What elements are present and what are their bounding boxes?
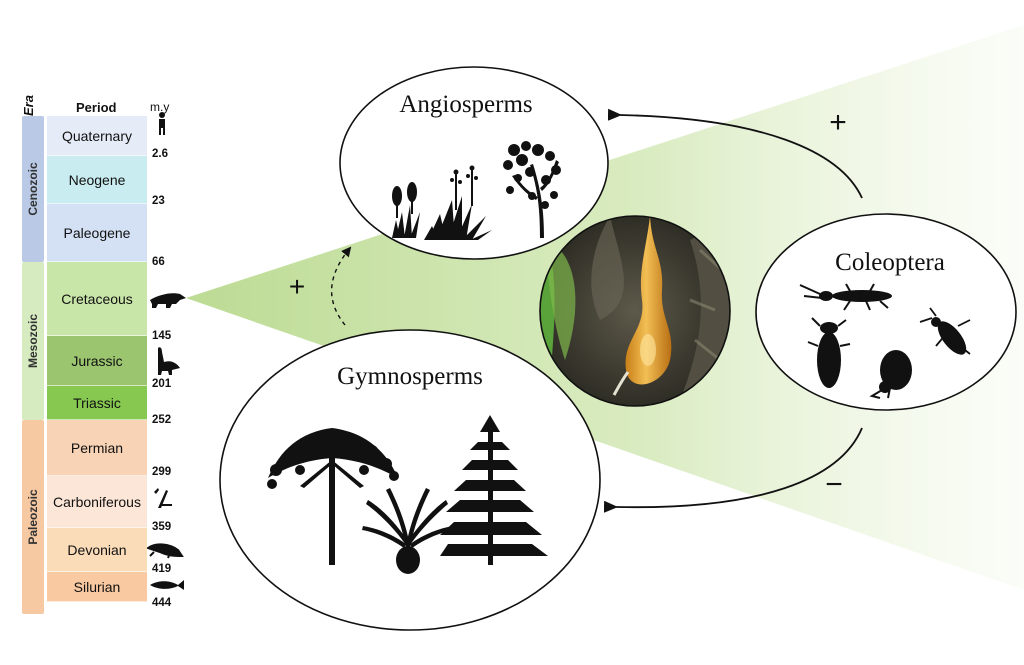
period-quaternary: Quaternary bbox=[47, 116, 147, 156]
period-jurassic: Jurassic bbox=[47, 336, 147, 386]
period-carboniferous: Carboniferous bbox=[47, 476, 147, 528]
age-label: 419 bbox=[152, 563, 172, 575]
arrow-coleoptera-to-gymnosperms bbox=[603, 427, 863, 513]
era-block-paleozoic bbox=[22, 420, 44, 614]
period-silurian: Silurian bbox=[47, 572, 147, 602]
era-block-cenozoic bbox=[22, 116, 44, 262]
age-label: 299 bbox=[152, 466, 172, 478]
dinosaur-icon bbox=[150, 293, 186, 308]
sauropod-icon bbox=[158, 347, 180, 375]
positive-sign-left: + bbox=[289, 271, 305, 302]
fern-icon bbox=[154, 488, 172, 508]
period-neogene: Neogene bbox=[47, 156, 147, 204]
tetrapod-icon bbox=[145, 543, 184, 559]
negative-sign-bottom: − bbox=[825, 468, 843, 501]
coleoptera-title: Coleoptera bbox=[835, 249, 945, 276]
age-label: 252 bbox=[152, 414, 172, 426]
gymnosperm-trees-icon bbox=[267, 415, 548, 574]
period-devonian: Devonian bbox=[47, 528, 147, 572]
amber-resin-photo bbox=[539, 215, 731, 407]
angiosperm-plants-icon bbox=[392, 141, 561, 240]
age-label: 145 bbox=[152, 330, 172, 342]
angiosperms-title: Angiosperms bbox=[399, 91, 532, 118]
age-label: 23 bbox=[152, 195, 165, 207]
positive-sign-top: + bbox=[829, 106, 847, 139]
era-header: Era bbox=[20, 95, 36, 116]
era-label-paleozoic: Paleozoic bbox=[26, 489, 40, 545]
age-label: 2.6 bbox=[152, 148, 168, 160]
gymnosperms-title: Gymnosperms bbox=[337, 363, 483, 390]
age-label: 201 bbox=[152, 378, 172, 390]
age-label: 359 bbox=[152, 521, 172, 533]
timeline-icons bbox=[145, 112, 186, 590]
era-block-mesozoic bbox=[22, 262, 44, 420]
age-label: 66 bbox=[152, 256, 165, 268]
era-label-mesozoic: Mesozoic bbox=[26, 313, 40, 369]
arrow-coleoptera-to-angiosperms bbox=[607, 108, 863, 199]
beetles-icon bbox=[799, 283, 971, 399]
my-header: m.y bbox=[150, 100, 170, 114]
era-label-cenozoic: Cenozoic bbox=[26, 162, 40, 216]
period-cretaceous: Cretaceous bbox=[47, 262, 147, 336]
arrow-gymnosperms-to-angiosperms bbox=[331, 246, 352, 326]
fish-icon bbox=[150, 580, 184, 590]
period-paleogene: Paleogene bbox=[47, 204, 147, 262]
period-header: Period bbox=[76, 100, 117, 115]
age-label: 444 bbox=[152, 597, 172, 609]
human-icon bbox=[159, 112, 165, 135]
period-triassic: Triassic bbox=[47, 386, 147, 420]
period-permian: Permian bbox=[47, 420, 147, 476]
